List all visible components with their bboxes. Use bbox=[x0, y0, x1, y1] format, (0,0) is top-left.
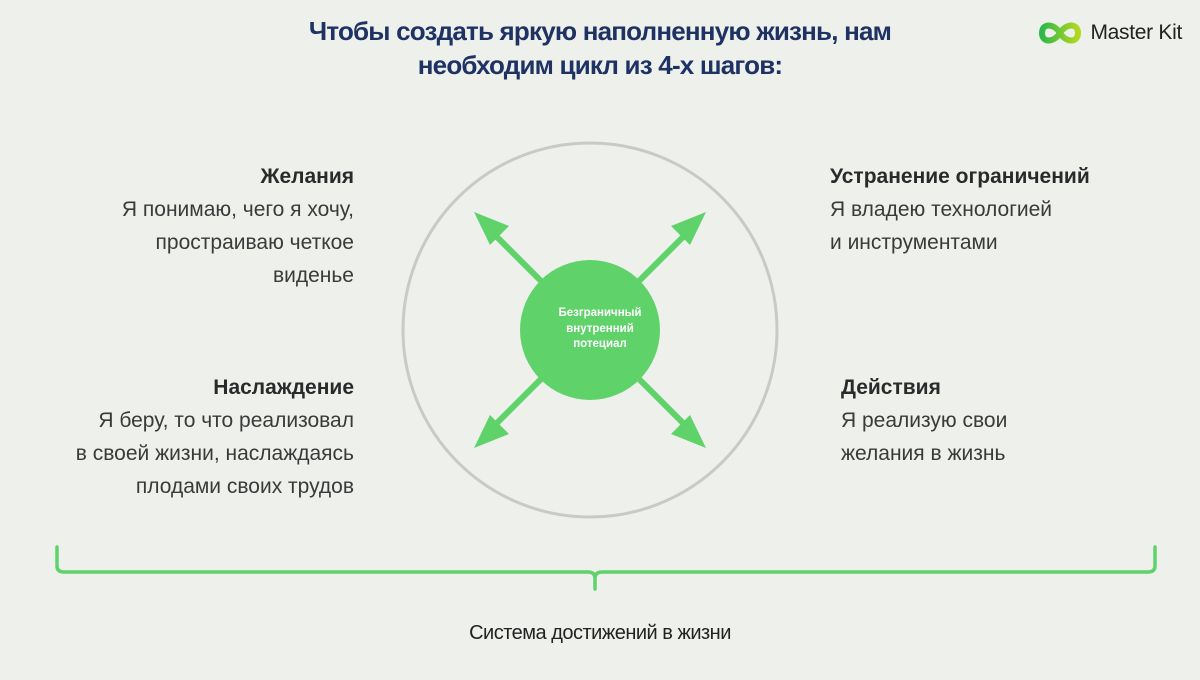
step-actions: Действия Я реализую свои желания в жизнь bbox=[841, 371, 1181, 470]
step-enjoy-line-3: плодами своих трудов bbox=[135, 475, 354, 498]
step-actions-heading: Действия bbox=[841, 376, 941, 399]
title-line-2: необходим цикл из 4-х шагов: bbox=[417, 50, 783, 80]
center-label: Безграничный внутренний потециал bbox=[510, 306, 690, 353]
arrow-down-left bbox=[474, 372, 548, 448]
step-limits-heading: Устранение ограничений bbox=[830, 165, 1090, 188]
step-enjoy-line-1: Я беру, то что реализовал bbox=[98, 409, 354, 432]
arrow-up-right bbox=[632, 212, 706, 288]
center-label-line-3: потециал bbox=[573, 338, 627, 350]
step-enjoy-line-2: в своей жизни, наслаждаясь bbox=[75, 442, 354, 465]
center-label-line-2: внутренний bbox=[566, 322, 634, 335]
arrow-down-right bbox=[632, 372, 706, 448]
step-actions-line-2: желания в жизнь bbox=[841, 442, 1006, 465]
step-desires-line-1: Я понимаю, чего я хочу, bbox=[121, 198, 354, 221]
brand-name: Master Kit bbox=[1090, 21, 1182, 44]
step-desires-line-2: простраиваю четкое bbox=[155, 231, 354, 254]
infinity-logo-icon bbox=[1039, 22, 1082, 44]
center-circle bbox=[520, 260, 660, 400]
arrow-up-left bbox=[474, 212, 548, 288]
step-limits: Устранение ограничений Я владею технолог… bbox=[830, 160, 1180, 259]
title-line-1: Чтобы создать яркую наполненную жизнь, н… bbox=[308, 16, 892, 46]
brand-logo: Master Kit bbox=[1038, 20, 1182, 46]
bottom-bracket bbox=[55, 545, 1157, 591]
outer-ring bbox=[401, 141, 779, 519]
step-enjoy: Наслаждение Я беру, то что реализовал в … bbox=[0, 371, 354, 503]
center-label-line-1: Безграничный bbox=[558, 307, 642, 319]
step-actions-line-1: Я реализую свои bbox=[841, 409, 1008, 432]
step-enjoy-heading: Наслаждение bbox=[213, 376, 354, 399]
step-limits-line-2: и инструментами bbox=[830, 231, 998, 254]
step-desires-heading: Желания bbox=[260, 165, 354, 188]
slide-title: Чтобы создать яркую наполненную жизнь, н… bbox=[0, 14, 1200, 82]
system-caption: Система достижений в жизни bbox=[469, 622, 731, 644]
step-limits-line-1: Я владею технологией bbox=[830, 198, 1053, 221]
step-desires-line-3: виденье bbox=[272, 264, 354, 287]
step-desires: Желания Я понимаю, чего я хочу, простраи… bbox=[20, 160, 354, 292]
